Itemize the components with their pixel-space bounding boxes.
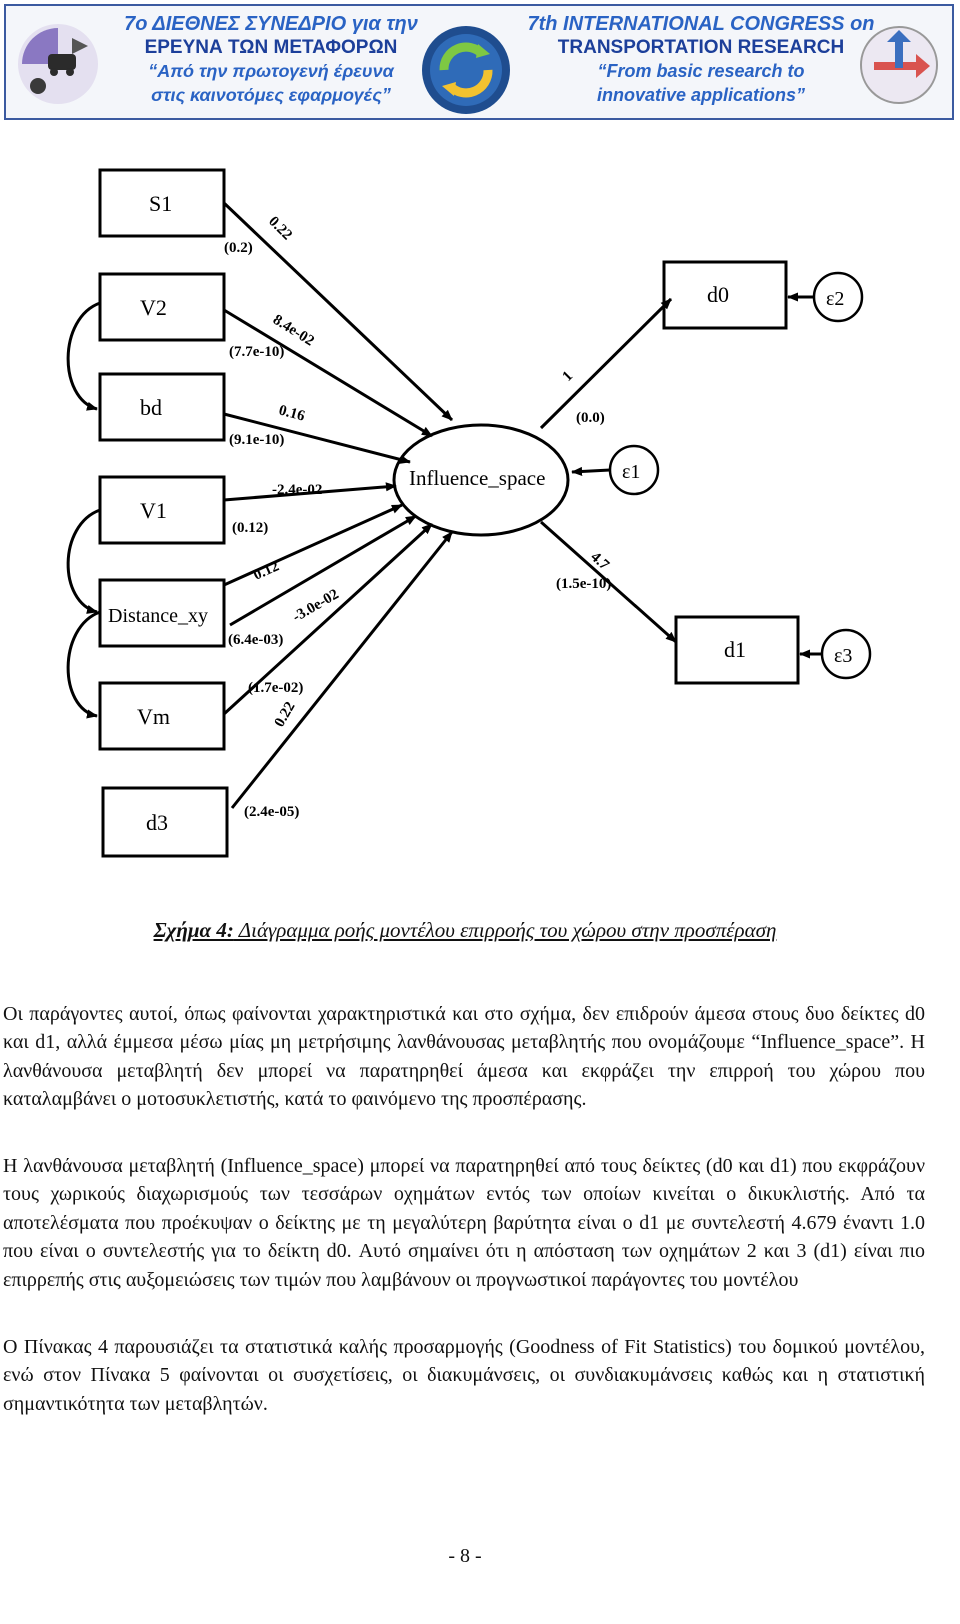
body-paragraph-1: Οι παράγοντες αυτοί, όπως φαίνονται χαρα…: [3, 1003, 925, 1111]
error-e1-label: ε1: [622, 461, 640, 483]
node-d0-label: d0: [707, 282, 729, 307]
english-title-line2: TRANSPORTATION RESEARCH: [557, 37, 845, 58]
node-v1: V1: [98, 475, 226, 545]
path-d1-arrow: [540, 520, 677, 644]
coef-d1: 4.7: [587, 549, 612, 574]
path-d0-arrow: [539, 297, 673, 430]
cov-distance-vm: [66, 610, 101, 719]
covariance-curves: [66, 301, 101, 719]
path-vm-arrow: [222, 522, 434, 716]
error-e1-arrow: [571, 466, 611, 477]
english-subtitle-line1: “From basic research to: [597, 61, 805, 81]
node-d0: d0: [662, 260, 788, 330]
node-v2-label: V2: [140, 295, 167, 320]
p-d0: (0.0): [576, 410, 605, 426]
transport-modes-logo: [18, 24, 98, 104]
node-vm-label: Vm: [137, 704, 170, 729]
node-d3-label: d3: [146, 810, 168, 835]
greek-title-block: 7ο ΔΙΕΘΝΕΣ ΣΥΝΕΔΡΙΟ για την ΕΡΕΥΝΑ ΤΩΝ Μ…: [106, 12, 436, 107]
node-distance-xy-label: Distance_xy: [108, 605, 208, 627]
path-bd-arrow: [223, 412, 411, 464]
coef-distance-2: -3.0e-02: [290, 586, 342, 625]
conference-banner: 7ο ΔΙΕΘΝΕΣ ΣΥΝΕΔΡΙΟ για την ΕΡΕΥΝΑ ΤΩΝ Μ…: [4, 4, 954, 120]
p-d1: (1.5e-10): [556, 576, 611, 592]
path-d3-arrow: [230, 531, 454, 809]
error-e2: ε2: [812, 271, 864, 323]
node-influence-space: Influence_space: [392, 423, 570, 537]
node-influence-space-label: Influence_space: [409, 466, 545, 490]
p-distance: (6.4e-03): [228, 632, 283, 648]
english-title-block: 7th INTERNATIONAL CONGRESS on TRANSPORTA…: [521, 12, 881, 107]
path-v2-arrow: [223, 308, 433, 438]
error-e3-label: ε3: [834, 645, 852, 667]
p-v1: (0.12): [232, 520, 268, 536]
p-d3: (2.4e-05): [244, 804, 299, 820]
transfer-arrows-logo: [860, 26, 938, 104]
page-number: - 8 -: [448, 1545, 482, 1567]
node-d3: d3: [101, 786, 229, 858]
path-diagram: S1 V2 bd V1 Distance_xy Vm d3 Influence_…: [66, 168, 872, 858]
node-bd: bd: [98, 372, 226, 442]
greek-subtitle-line2: στις καινοτόμες εφαρμογές”: [151, 85, 391, 105]
error-e1: ε1: [608, 444, 660, 496]
path-v1-arrow: [223, 482, 397, 502]
figure-caption: Σχήμα 4: Διάγραμμα ροής μοντέλου επιρροή…: [0, 918, 930, 943]
path-distance-arrow-2: [229, 514, 417, 627]
coef-v1: -2.4e-02: [272, 482, 322, 498]
figure-caption-label: Σχήμα 4:: [153, 918, 234, 942]
cov-v2-bd: [66, 301, 101, 411]
error-e2-label: ε2: [826, 288, 844, 310]
node-v2: V2: [98, 272, 226, 342]
coef-s1: 0.22: [265, 214, 295, 244]
english-subtitle-line2: innovative applications”: [596, 85, 806, 105]
body-paragraph-3: Ο Πίνακας 4 παρουσιάζει τα στατιστικά κα…: [3, 1336, 925, 1415]
greek-subtitle-line1: “Από την πρωτογενή έρευνα: [148, 61, 394, 81]
cov-v1-distance: [66, 508, 101, 614]
body-paragraph-2: Η λανθάνουσα μεταβλητή (Influence_space)…: [3, 1155, 925, 1291]
greek-title-line1: 7ο ΔΙΕΘΝΕΣ ΣΥΝΕΔΡΙΟ για την: [124, 13, 418, 35]
regression-arrows: [222, 201, 822, 809]
error-e3: ε3: [820, 628, 872, 680]
recycle-arrows-logo: [422, 26, 510, 114]
p-vm: (1.7e-02): [248, 680, 303, 696]
english-title-line1: 7th INTERNATIONAL CONGRESS on: [527, 13, 875, 35]
node-s1: S1: [98, 168, 226, 238]
coef-bd: 0.16: [277, 402, 307, 424]
node-v1-label: V1: [140, 498, 167, 523]
greek-title-line2: ΕΡΕΥΝΑ ΤΩΝ ΜΕΤΑΦΟΡΩΝ: [144, 37, 398, 58]
figure-caption-text: Διάγραμμα ροής μοντέλου επιρροής του χώρ…: [233, 918, 777, 942]
node-bd-label: bd: [140, 395, 162, 420]
path-s1-arrow: [222, 201, 454, 422]
coef-vm: 0.22: [272, 699, 299, 730]
p-v2: (7.7e-10): [229, 344, 284, 360]
node-d1-label: d1: [724, 637, 746, 662]
p-bd: (9.1e-10): [229, 432, 284, 448]
node-distance-xy: Distance_xy: [98, 578, 226, 648]
coef-d0: 1: [560, 368, 577, 385]
node-vm: Vm: [98, 681, 226, 751]
path-distance-arrow-1: [223, 503, 403, 587]
node-d1: d1: [674, 615, 800, 685]
node-s1-label: S1: [149, 191, 172, 216]
p-s1: (0.2): [224, 240, 253, 256]
